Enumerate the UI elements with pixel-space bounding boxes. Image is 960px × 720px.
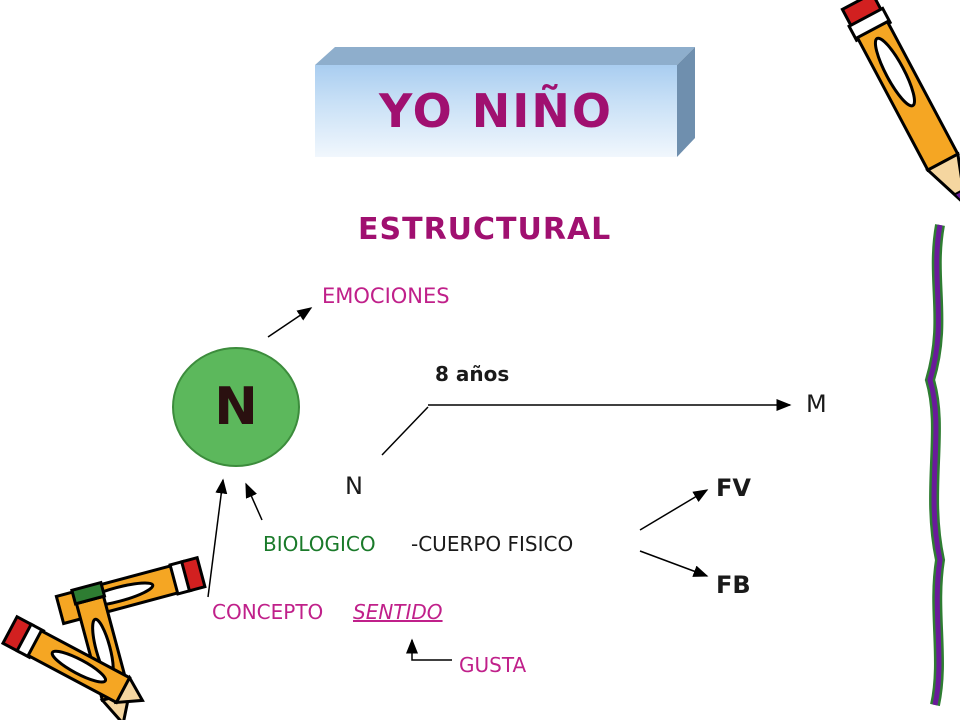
label-fv: FV — [716, 474, 751, 502]
title-box-top-face — [315, 47, 695, 65]
title: YO NIÑO — [378, 84, 613, 138]
arrow-to-fv — [639, 489, 709, 531]
label-edad: 8 años — [435, 362, 510, 386]
arrow-biologico-to-node — [245, 482, 263, 521]
arrow-to-fb — [639, 550, 709, 577]
arrow-n-to-line — [381, 406, 429, 456]
subtitle: ESTRUCTURAL — [358, 212, 612, 247]
label-gusta: GUSTA — [459, 653, 527, 677]
center-node-label: N — [214, 377, 258, 437]
pencil-icon — [0, 614, 145, 705]
label-emociones: EMOCIONES — [322, 284, 450, 308]
decorative-ribbon-inner — [927, 224, 943, 706]
label-biologico: BIOLOGICO — [263, 532, 376, 556]
label-n: N — [345, 472, 363, 500]
center-node: N — [172, 347, 300, 467]
label-sentido: SENTIDO — [353, 600, 443, 624]
label-cuerpo-fisico: -CUERPO FISICO — [411, 532, 574, 556]
label-concepto: CONCEPTO — [212, 600, 324, 624]
arrow-gusta-to-sentido — [406, 638, 452, 661]
title-box-side-face — [677, 47, 695, 157]
label-m: M — [806, 390, 827, 418]
label-fb: FB — [716, 571, 751, 599]
pencil-icon — [840, 0, 960, 210]
arrow-concepto-to-node — [207, 478, 228, 598]
arrow-to-emociones — [267, 307, 313, 338]
title-box: YO NIÑO — [315, 65, 677, 157]
